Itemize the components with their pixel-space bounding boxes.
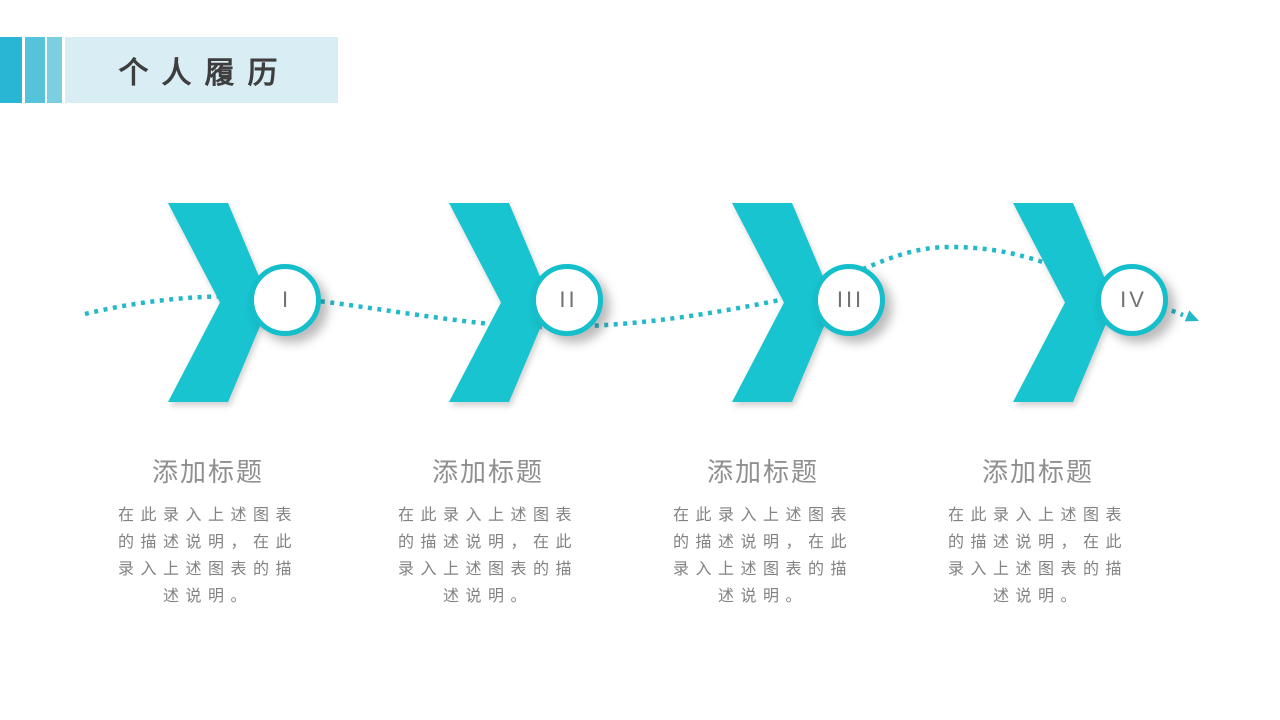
step-description-1: 在此录入上述图表 的描述说明，在此 录入上述图表的描 述说明。 bbox=[117, 507, 298, 605]
chevron-arrow-icon-2 bbox=[449, 203, 551, 402]
step-caption-4: 添加标题 在此录入上述图表 的描述说明，在此 录入上述图表的描 述说明。 bbox=[928, 452, 1148, 610]
chevron-arrow-icon-3 bbox=[732, 203, 834, 402]
header-accent-bar-light bbox=[47, 37, 62, 103]
step-caption-2: 添加标题 在此录入上述图表 的描述说明，在此 录入上述图表的描 述说明。 bbox=[378, 452, 598, 610]
step-circle-1: I bbox=[249, 264, 321, 336]
step-numeral-1: I bbox=[281, 287, 292, 312]
step-description-2: 在此录入上述图表 的描述说明，在此 录入上述图表的描 述说明。 bbox=[397, 507, 578, 605]
step-title-3: 添加标题 bbox=[706, 457, 819, 487]
step-title-4: 添加标题 bbox=[981, 457, 1094, 487]
step-numeral-3: III bbox=[836, 287, 865, 312]
step-circle-4: IV bbox=[1096, 264, 1168, 336]
step-caption-1: 添加标题 在此录入上述图表 的描述说明，在此 录入上述图表的描 述说明。 bbox=[98, 452, 318, 610]
step-circle-2: II bbox=[531, 264, 603, 336]
step-caption-3: 添加标题 在此录入上述图表 的描述说明，在此 录入上述图表的描 述说明。 bbox=[653, 452, 873, 610]
chevron-arrow-icon-4 bbox=[1013, 203, 1115, 402]
step-numeral-4: IV bbox=[1120, 287, 1147, 312]
chevron-arrow-icon-1 bbox=[168, 203, 270, 402]
step-description-3: 在此录入上述图表 的描述说明，在此 录入上述图表的描 述说明。 bbox=[672, 507, 853, 605]
arrowhead-icon bbox=[1184, 310, 1199, 322]
step-title-1: 添加标题 bbox=[151, 457, 264, 487]
header-accent-bar-dark bbox=[0, 37, 22, 103]
step-circle-3: III bbox=[813, 264, 885, 336]
title-box: 个人履历 bbox=[65, 37, 338, 103]
step-description-4: 在此录入上述图表 的描述说明，在此 录入上述图表的描 述说明。 bbox=[947, 507, 1128, 605]
step-numeral-2: II bbox=[559, 287, 578, 312]
page-title: 个人履历 bbox=[118, 57, 291, 90]
header-accent-bar-mid bbox=[25, 37, 45, 103]
step-title-2: 添加标题 bbox=[431, 457, 544, 487]
